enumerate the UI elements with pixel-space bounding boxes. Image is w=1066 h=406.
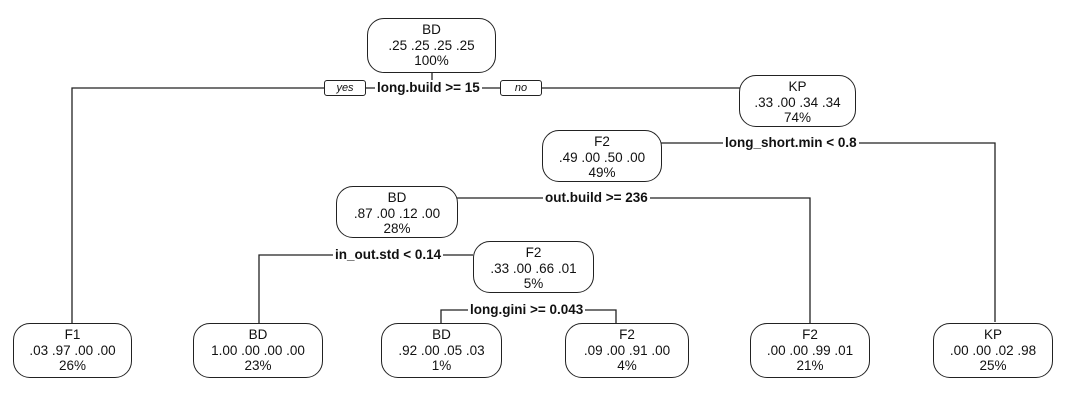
node-probs: .00 .00 .99 .01: [766, 342, 854, 358]
split-label-long-build: long.build >= 15: [375, 80, 482, 96]
edge-split2: [604, 130, 996, 322]
node-percent: 4%: [617, 358, 637, 373]
node-class: BD: [432, 327, 451, 342]
node-class: F2: [619, 327, 635, 342]
node-probs: .92 .00 .05 .03: [398, 342, 485, 358]
node-probs: 1.00 .00 .00 .00: [211, 342, 305, 358]
leaf-bd: BD 1.00 .00 .00 .00 23%: [193, 323, 323, 378]
node-probs: .09 .00 .91 .00: [583, 342, 671, 358]
split-label-in-out-std: in_out.std < 0.14: [333, 247, 444, 263]
node-percent: 49%: [588, 165, 616, 180]
node-percent: 23%: [244, 358, 272, 373]
leaf-kp: KP .00 .00 .02 .98 25%: [933, 323, 1053, 378]
node-probs: .49 .00 .50 .00: [558, 149, 646, 165]
node-class: F1: [64, 327, 81, 342]
node-class: KP: [983, 327, 1002, 342]
node-percent: 25%: [979, 358, 1007, 373]
node-f2: F2 .49 .00 .50 .00 49%: [542, 130, 662, 182]
split-label-out-build: out.build >= 236: [543, 190, 650, 206]
leaf-f2-small: F2 .09 .00 .91 .00 4%: [565, 323, 689, 378]
node-probs: .33 .00 .34 .34: [754, 94, 841, 110]
node-probs: .25 .25 .25 .25: [388, 37, 475, 53]
yes-tag: yes: [324, 80, 366, 96]
node-probs: .33 .00 .66 .01: [490, 260, 577, 276]
node-probs: .00 .00 .02 .98: [949, 342, 1037, 358]
split-label-long-short-min: long_short.min < 0.8: [723, 135, 859, 151]
leaf-bd-small: BD .92 .00 .05 .03 1%: [381, 323, 502, 378]
node-percent: 74%: [783, 110, 812, 125]
node-class: F2: [802, 327, 818, 342]
node-probs: .03 .97 .00 .00: [29, 342, 116, 358]
split-label-long-gini: long.gini >= 0.043: [468, 302, 586, 318]
node-probs: .87 .00 .12 .00: [353, 205, 441, 221]
no-tag: no: [500, 80, 542, 96]
node-class: KP: [788, 79, 807, 94]
node-kp: KP .33 .00 .34 .34 74%: [739, 75, 856, 127]
node-percent: 100%: [414, 53, 449, 68]
node-bd: BD .87 .00 .12 .00 28%: [336, 186, 458, 238]
node-f2-small: F2 .33 .00 .66 .01 5%: [473, 241, 594, 293]
node-percent: 1%: [431, 358, 452, 373]
node-root: BD .25 .25 .25 .25 100%: [367, 18, 496, 73]
node-percent: 26%: [58, 358, 87, 373]
leaf-f1: F1 .03 .97 .00 .00 26%: [13, 323, 132, 378]
leaf-f2: F2 .00 .00 .99 .01 21%: [750, 323, 870, 378]
node-class: F2: [525, 245, 542, 260]
node-percent: 28%: [383, 221, 411, 236]
node-class: BD: [248, 327, 268, 342]
node-class: BD: [422, 22, 441, 37]
node-class: F2: [594, 134, 610, 149]
node-percent: 21%: [796, 358, 824, 373]
node-percent: 5%: [523, 276, 544, 291]
node-class: BD: [387, 190, 407, 205]
